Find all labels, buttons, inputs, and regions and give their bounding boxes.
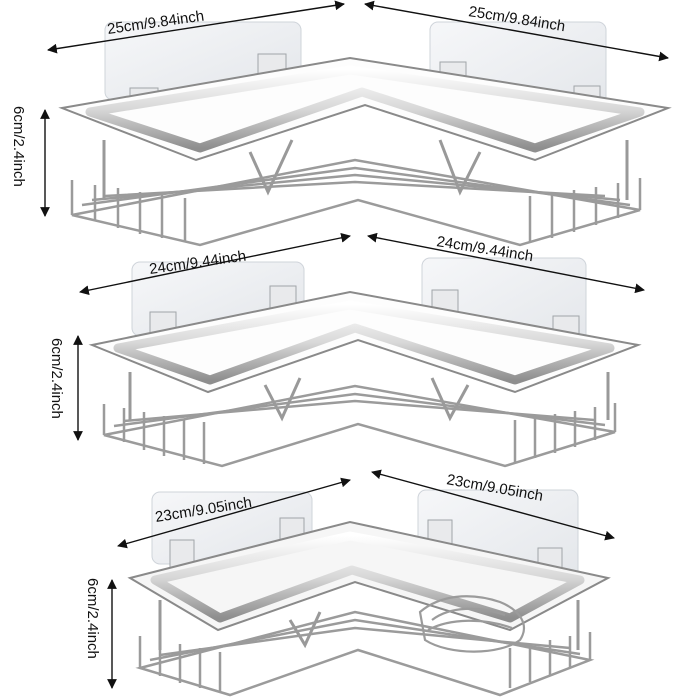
dimension-label: 6cm/2.4inch	[48, 338, 65, 419]
dimension-label: 6cm/2.4inch	[84, 578, 101, 659]
shelf-rim	[58, 56, 672, 162]
shelf-rim-inner	[85, 65, 645, 153]
dimension-top-height: 6cm/2.4inch	[10, 106, 50, 217]
shelf-top	[58, 21, 672, 247]
support-wire	[248, 139, 294, 196]
dimension-middle-height: 6cm/2.4inch	[48, 335, 83, 441]
support-wire	[430, 377, 470, 422]
wire-basket	[70, 158, 642, 247]
soap-holder	[418, 595, 526, 653]
shelf-rim-inner	[113, 300, 615, 385]
dimension-label: 6cm/2.4inch	[10, 106, 27, 187]
support-wire	[263, 377, 302, 422]
dimension-bottom-height: 6cm/2.4inch	[84, 578, 117, 689]
wire-basket	[102, 384, 617, 468]
support-wire	[438, 139, 482, 196]
shelf-middle	[88, 257, 642, 468]
shelf-bottom	[127, 489, 611, 697]
wire-basket	[135, 610, 595, 697]
